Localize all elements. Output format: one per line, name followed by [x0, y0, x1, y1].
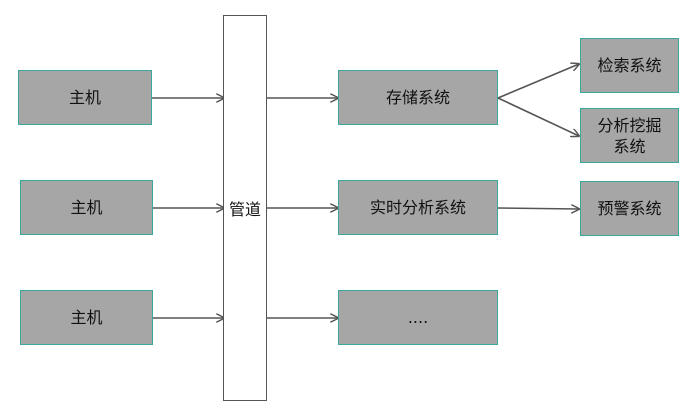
pipe-node: 管道: [223, 15, 267, 401]
host-node-1-label: 主机: [68, 88, 101, 107]
realtime-analysis-node: 实时分析系统: [338, 180, 498, 235]
mining-system-node: 分析挖掘 系统: [580, 108, 679, 163]
edge-storage-mining: [497, 97, 579, 136]
search-system-node: 检索系统: [580, 38, 679, 93]
edge-storage-search: [497, 64, 579, 99]
alert-system-node: 预警系统: [580, 181, 679, 236]
search-system-label: 检索系统: [597, 56, 662, 75]
pipe-label: 管道: [228, 200, 261, 219]
host-node-2: 主机: [20, 180, 153, 235]
alert-system-label: 预警系统: [597, 199, 662, 218]
storage-system-label: 存储系统: [385, 88, 450, 107]
mining-system-label: 分析挖掘 系统: [597, 115, 662, 156]
host-node-3: 主机: [20, 290, 153, 345]
host-node-1: 主机: [18, 70, 152, 125]
storage-system-node: 存储系统: [338, 70, 498, 125]
edge-realtime-alert: [497, 208, 579, 209]
host-node-3-label: 主机: [70, 308, 103, 327]
realtime-analysis-label: 实时分析系统: [369, 198, 466, 217]
more-systems-label: ....: [407, 308, 429, 327]
more-systems-node: ....: [338, 290, 498, 345]
host-node-2-label: 主机: [70, 198, 103, 217]
